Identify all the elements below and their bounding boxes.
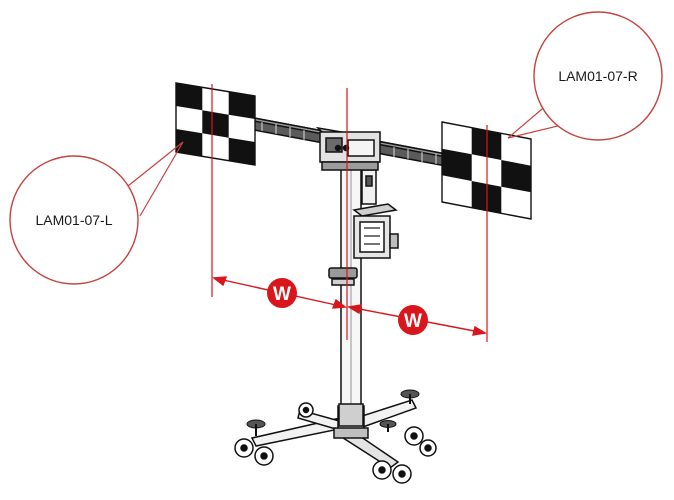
mount-bracket bbox=[352, 169, 399, 259]
guide-lines bbox=[211, 84, 488, 342]
width-symbol-left: W bbox=[273, 284, 291, 305]
center-carriage bbox=[315, 126, 383, 171]
width-badge-right: W bbox=[398, 305, 428, 335]
caster-wheels bbox=[234, 402, 437, 484]
caster-base bbox=[250, 399, 418, 469]
width-badge-left: W bbox=[267, 278, 297, 308]
leveling-knobs bbox=[246, 389, 420, 436]
right-callout: LAM01-07-R bbox=[507, 11, 663, 141]
right-target-label: LAM01-07-R bbox=[558, 68, 637, 84]
left-callout: LAM01-07-L bbox=[9, 141, 184, 285]
vertical-column bbox=[328, 149, 364, 427]
left-target-board bbox=[175, 82, 256, 166]
left-target-label: LAM01-07-L bbox=[35, 212, 112, 228]
width-symbol-right: W bbox=[404, 311, 422, 332]
